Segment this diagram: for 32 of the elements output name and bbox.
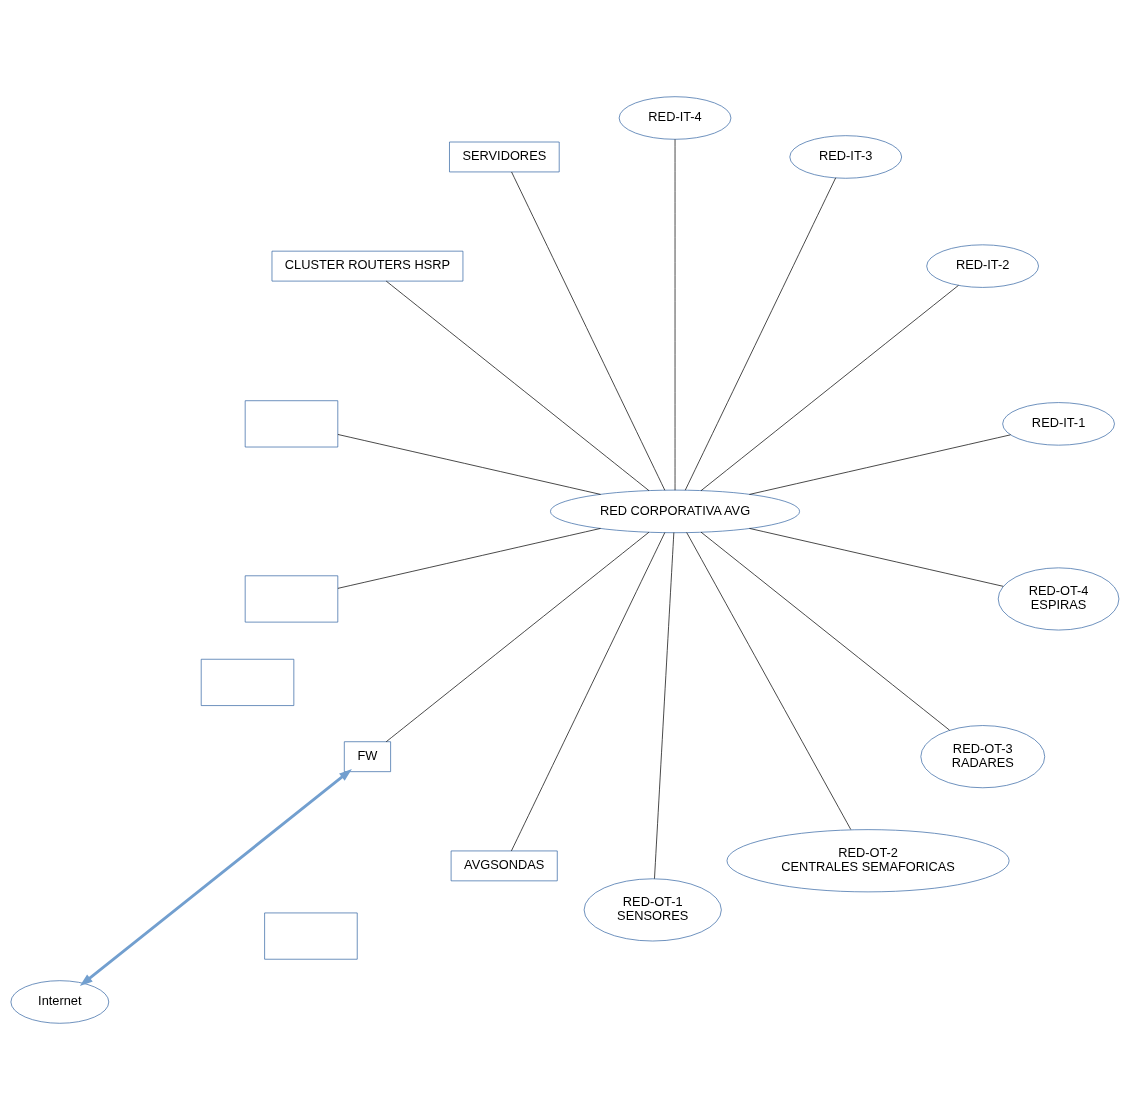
node-ellipse: RED-OT-2 CENTRALES SEMAFORICAS (726, 829, 1010, 893)
node-ellipse: RED-IT-4 (618, 96, 732, 140)
node-ellipse: RED-OT-3 RADARES (920, 725, 1046, 789)
node-box (264, 912, 358, 960)
node-ellipse: RED CORPORATIVA AVG (550, 489, 800, 534)
node-box (200, 658, 295, 706)
connector (385, 531, 650, 743)
connector (749, 434, 1011, 495)
node-box: AVGSONDAS (450, 850, 558, 882)
arrow (79, 769, 352, 987)
node-ellipse: RED-OT-4 ESPIRAS (997, 567, 1120, 631)
node-ellipse: RED-OT-1 SENSORES (583, 878, 722, 942)
connector (700, 285, 959, 492)
connector (337, 434, 601, 495)
node-ellipse: RED-IT-2 (926, 244, 1039, 288)
connector (749, 528, 1004, 587)
connector (385, 280, 650, 491)
node-box: FW (343, 741, 391, 772)
connector (337, 528, 601, 589)
node-box (244, 575, 339, 623)
connector (684, 177, 837, 491)
node-box: CLUSTER ROUTERS HSRP (271, 250, 464, 282)
node-box: SERVIDORES (449, 141, 560, 173)
connector (511, 532, 666, 852)
connector (700, 531, 950, 731)
node-ellipse: RED-IT-3 (789, 135, 902, 179)
node-ellipse: RED-IT-1 (1002, 402, 1115, 446)
node-ellipse: Internet (10, 980, 110, 1024)
connector (511, 171, 666, 491)
node-box (244, 400, 339, 448)
connector (654, 532, 675, 879)
connector (686, 532, 852, 830)
